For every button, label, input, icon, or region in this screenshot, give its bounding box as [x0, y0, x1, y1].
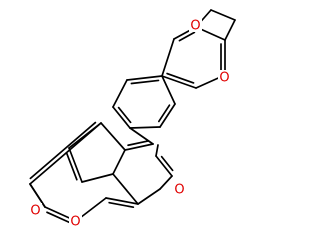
bond-11 — [161, 75, 197, 89]
bond-22-double — [29, 121, 97, 180]
bond-7-double — [178, 31, 196, 42]
bond-1 — [159, 103, 176, 128]
bond-31 — [155, 144, 159, 157]
bond-5-double — [130, 79, 160, 85]
bond-22 — [29, 122, 102, 185]
bond-21 — [112, 149, 126, 175]
bond-13 — [210, 9, 236, 21]
bond-14 — [224, 19, 236, 41]
bond-16 — [124, 143, 154, 151]
bond-3 — [112, 106, 131, 129]
bond-17 — [100, 122, 126, 151]
bond-24-double — [46, 211, 72, 224]
bond-15 — [129, 127, 154, 145]
atom-labels: O O O O O — [29, 18, 231, 230]
atom-o-lactone-ring: O — [70, 215, 80, 230]
bond-29 — [159, 175, 173, 190]
bond-19 — [68, 147, 83, 183]
bond-1-double — [157, 104, 171, 123]
atom-o-furan: O — [174, 183, 184, 198]
bond-11-double — [166, 72, 195, 84]
bond-26 — [105, 197, 139, 205]
bond-26-double — [108, 201, 135, 209]
bond-30-double — [160, 155, 174, 172]
bond-27 — [112, 173, 139, 205]
atom-o-dioxole-lower: O — [219, 71, 229, 86]
bond-19-double — [65, 152, 78, 181]
bond-5 — [126, 75, 163, 81]
bond-30 — [155, 155, 173, 177]
bond-lines — [29, 9, 236, 224]
molecule-structure: O O O O O — [29, 9, 236, 230]
bond-28 — [137, 188, 161, 205]
bond-0 — [161, 75, 176, 105]
bond-20 — [81, 173, 114, 183]
bond-6 — [161, 38, 175, 77]
bond-2 — [129, 126, 161, 129]
atom-o-dioxole-upper: O — [190, 19, 200, 34]
bond-3-double — [117, 106, 132, 124]
bond-4 — [112, 79, 128, 108]
bond-32 — [29, 183, 46, 208]
atom-o-lactone-carbonyl: O — [30, 204, 40, 219]
bond-16-double — [127, 140, 150, 147]
